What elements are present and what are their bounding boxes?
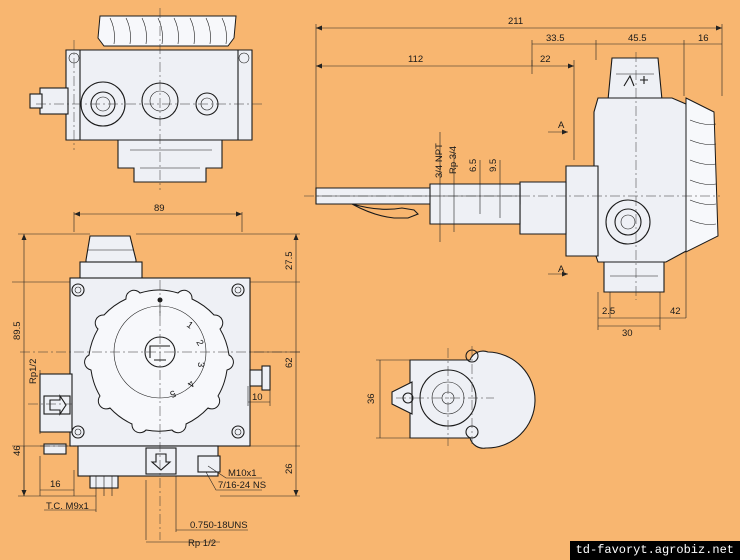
dim-22: 22 [540, 54, 551, 65]
svg-text:1: 1 [184, 319, 195, 331]
thread-tc-m9x1: T.C. M9x1 [46, 501, 89, 512]
svg-text:2: 2 [193, 338, 205, 348]
svg-text:3: 3 [195, 362, 206, 367]
front-dial [84, 289, 234, 434]
thread-0-750-18uns: 0.750-18UNS [190, 520, 248, 531]
dim-rp-3-4: Rp 3/4 [448, 146, 459, 174]
side-body [593, 97, 689, 263]
flange-view: 36 [366, 346, 536, 449]
side-view: 211 33.5 45.5 16 112 22 [304, 16, 723, 339]
dim-height-89-5: 89.5 [12, 322, 23, 341]
section-a-top: A [558, 120, 565, 131]
dim-width-89: 89 [154, 203, 165, 214]
svg-text:4: 4 [185, 378, 197, 389]
svg-text:5: 5 [168, 387, 177, 399]
dim-left-16: 16 [50, 479, 61, 490]
dim-right-62: 62 [284, 357, 295, 368]
top-body [65, 49, 253, 141]
dim-9-5: 9.5 [488, 159, 499, 172]
side-solenoid [607, 57, 663, 101]
dim-30: 30 [622, 328, 633, 339]
dim-33-5: 33.5 [546, 33, 565, 44]
dim-112: 112 [408, 54, 423, 65]
dim-6-5: 6.5 [468, 159, 479, 172]
dim-16: 16 [698, 33, 709, 44]
dim-nozzle-10: 10 [252, 392, 263, 403]
dim-3-4-npt: 3/4 NPT [434, 143, 445, 178]
dim-45-5: 45.5 [628, 33, 647, 44]
watermark: td-favoryt.agrobiz.net [569, 541, 740, 560]
front-view: 89 1 2 3 4 5 [12, 203, 300, 549]
thread-7-16-24: 7/16-24 NS [218, 480, 266, 491]
dim-bottom-46: 46 [12, 445, 23, 456]
thread-rp-1-2: Rp 1/2 [188, 538, 216, 549]
thread-m10x1: M10x1 [228, 468, 257, 479]
dim-right-26: 26 [284, 463, 295, 474]
top-view [29, 8, 262, 190]
flange-outline [409, 350, 536, 449]
dim-36: 36 [366, 393, 377, 404]
top-knob [97, 15, 237, 47]
side-knob [685, 97, 719, 253]
dim-42: 42 [670, 306, 681, 317]
dim-right-27-5: 27.5 [284, 252, 295, 271]
dim-2-5: 2.5 [602, 306, 615, 317]
dim-port-rp12: Rp1/2 [28, 359, 39, 384]
dim-total-211: 211 [508, 16, 523, 27]
section-a-bottom: A [558, 264, 565, 275]
